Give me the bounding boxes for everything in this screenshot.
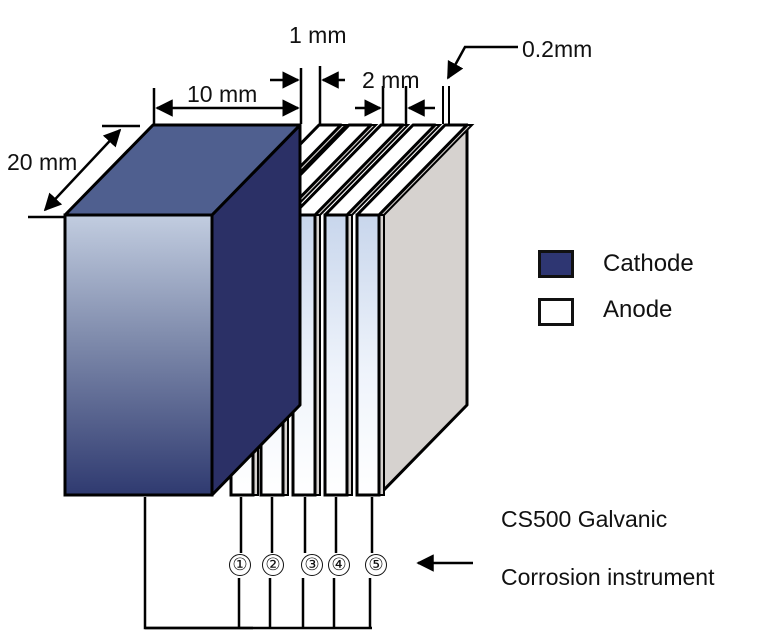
- label-10mm: 10 mm: [187, 81, 258, 107]
- anode-number-1: ①: [229, 554, 251, 576]
- wiring: [143, 497, 374, 630]
- legend-swatch-cathode: [538, 250, 574, 278]
- cathode-block: [63, 123, 302, 497]
- anode-plate-4: [323, 123, 443, 497]
- dimension-20mm: [28, 124, 140, 219]
- anode-number-4: ④: [328, 554, 350, 576]
- instrument-label-line1: CS500 Galvanic: [501, 506, 668, 532]
- anode-number-5: ⑤: [365, 554, 387, 576]
- legend-label-anode: Anode: [603, 296, 673, 323]
- legend-label-cathode: Cathode: [603, 250, 694, 277]
- label-0.2mm: 0.2mm: [522, 36, 593, 62]
- dimension-0.2mm: [442, 45, 518, 124]
- instrument-label-line2: Corrosion instrument: [501, 564, 715, 590]
- label-20mm: 20 mm: [7, 149, 78, 175]
- cathode-front-face: [63, 213, 214, 497]
- label-1mm: 1 mm: [289, 22, 347, 48]
- anode-plate-5: [355, 123, 475, 497]
- anode-front-face: [355, 213, 381, 497]
- anode-number-2: ②: [262, 554, 284, 576]
- dimension-10mm: [152, 68, 303, 124]
- label-2mm: 2 mm: [362, 67, 420, 93]
- anode-front-face: [323, 213, 349, 497]
- legend-swatch-anode: [538, 298, 574, 326]
- anode-number-3: ③: [301, 554, 323, 576]
- dimension-2mm: [355, 86, 435, 124]
- dimension-1mm: [318, 66, 345, 124]
